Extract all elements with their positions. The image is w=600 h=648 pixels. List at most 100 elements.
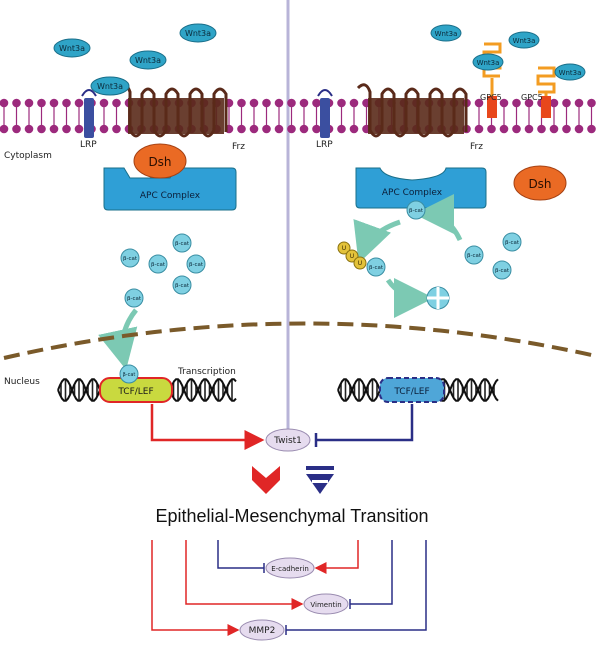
lipid-head <box>312 124 321 134</box>
beta-catenin-cluster-left: β-cat β-cat β-cat β-cat β-cat β-cat <box>120 233 206 308</box>
beta-catenin-cluster-right: β-cat β-cat β-cat β-cat β-cat <box>366 200 522 280</box>
lipid-head <box>524 124 534 134</box>
lipid-head <box>549 124 559 134</box>
lipid-head <box>74 124 84 134</box>
svg-text:Dsh: Dsh <box>148 155 171 169</box>
emt-title: Epithelial-Mesenchymal Transition <box>155 506 428 526</box>
tcf-lef-inactive: TCF/LEF <box>379 377 445 403</box>
lipid-head <box>49 124 59 134</box>
svg-text:β-cat: β-cat <box>175 283 190 289</box>
lipid-head <box>24 124 34 134</box>
lipid-head <box>574 98 584 108</box>
lipid-head <box>512 124 521 134</box>
svg-text:Wnt3a: Wnt3a <box>513 37 536 45</box>
gpc5-label: GPC5 <box>521 93 543 102</box>
svg-text:Wnt3a: Wnt3a <box>135 56 161 65</box>
lipid-head <box>474 124 484 134</box>
svg-text:β-cat: β-cat <box>151 262 166 268</box>
lipid-head <box>312 98 321 108</box>
beta-catenin: β-cat <box>464 245 484 265</box>
frz-receptor-right: Frz <box>356 83 483 152</box>
lipid-head <box>262 124 271 134</box>
dna-helix <box>57 378 237 402</box>
cytoplasm-label: Cytoplasm <box>4 151 52 161</box>
lipid-head <box>62 124 71 134</box>
svg-text:β-cat: β-cat <box>505 240 520 246</box>
lrp-label-right: LRP <box>316 140 333 150</box>
tcf-lef-active: TCF/LEF β-cat <box>99 364 173 403</box>
frz-label-left: Frz <box>232 142 245 152</box>
svg-text:Vimentin: Vimentin <box>310 601 341 609</box>
svg-text:β-cat: β-cat <box>175 241 190 247</box>
lipid-head <box>299 124 309 134</box>
mmp2-node: MMP2 <box>239 619 285 641</box>
lipid-head <box>287 98 296 108</box>
inhibition-tcf-twist1 <box>314 404 414 447</box>
beta-catenin: β-cat <box>186 254 206 274</box>
svg-text:TCF/LEF: TCF/LEF <box>117 387 153 397</box>
gpc5-label: GPC5 <box>480 93 502 102</box>
wnt3a-ligand <box>179 23 217 43</box>
lipid-head <box>74 98 84 108</box>
transcription-label: Transcription <box>177 367 236 377</box>
svg-text:Dsh: Dsh <box>528 177 551 191</box>
beta-catenin: β-cat <box>148 254 168 274</box>
lipid-head <box>499 124 509 134</box>
vimentin-node: Vimentin <box>303 593 349 615</box>
svg-text:β-cat: β-cat <box>123 372 136 378</box>
lipid-head <box>587 98 596 108</box>
lipid-head <box>349 124 359 134</box>
lipid-head <box>249 98 259 108</box>
lipid-head <box>287 124 296 134</box>
beta-catenin: β-cat <box>366 257 386 277</box>
lipid-head <box>49 98 59 108</box>
lipid-head <box>337 98 346 108</box>
beta-catenin: β-cat <box>124 288 144 308</box>
svg-text:Wnt3a: Wnt3a <box>559 69 582 77</box>
apc-label-left: APC Complex <box>140 191 201 201</box>
gpc5-right: GPC5 <box>521 66 556 118</box>
lipid-head <box>112 98 121 108</box>
frz-label-right: Frz <box>470 142 483 152</box>
beta-catenin: β-cat <box>172 275 192 295</box>
dsh-right: Dsh <box>513 165 567 201</box>
lipid-head <box>99 98 109 108</box>
svg-text:β-cat: β-cat <box>409 208 424 214</box>
lipid-head <box>62 98 71 108</box>
dsh-left: Dsh <box>133 143 187 179</box>
svg-text:Wnt3a: Wnt3a <box>59 44 85 53</box>
lrp-receptor-left: LRP <box>80 89 97 150</box>
lrp-label-left: LRP <box>80 140 97 150</box>
frz-receptor-left: Frz <box>116 83 245 152</box>
svg-text:β-cat: β-cat <box>127 296 142 302</box>
lipid-head <box>274 98 284 108</box>
lipid-head <box>499 98 509 108</box>
lipid-head <box>24 98 34 108</box>
lipid-head <box>0 124 9 134</box>
wnt3a-ligands-left: Wnt3a Wnt3a Wnt3a Wnt3a <box>53 23 217 96</box>
svg-text:Wnt3a: Wnt3a <box>185 29 211 38</box>
svg-text:Twist1: Twist1 <box>273 436 302 446</box>
proteasome-degraded-beta-catenin <box>426 286 450 310</box>
red-chevron-icon <box>252 466 280 494</box>
lipid-head <box>262 98 271 108</box>
svg-text:TCF/LEF: TCF/LEF <box>393 387 429 397</box>
lipid-head <box>37 98 46 108</box>
svg-text:β-cat: β-cat <box>495 268 510 274</box>
beta-catenin: β-cat <box>492 260 512 280</box>
wnt3a-ligand-bound <box>90 76 130 96</box>
target-regulation-lines <box>151 540 427 636</box>
svg-text:β-cat: β-cat <box>123 256 138 262</box>
svg-text:U: U <box>358 260 362 267</box>
svg-text:U: U <box>342 245 346 252</box>
beta-catenin: β-cat <box>502 232 522 252</box>
lipid-head <box>562 98 571 108</box>
lipid-head <box>112 124 121 134</box>
blue-chevron-icon <box>306 466 334 494</box>
lipid-head <box>299 98 309 108</box>
lipid-head <box>487 124 496 134</box>
wnt3a-ligand <box>129 50 167 70</box>
lipid-head <box>237 98 246 108</box>
lipid-head <box>587 124 596 134</box>
